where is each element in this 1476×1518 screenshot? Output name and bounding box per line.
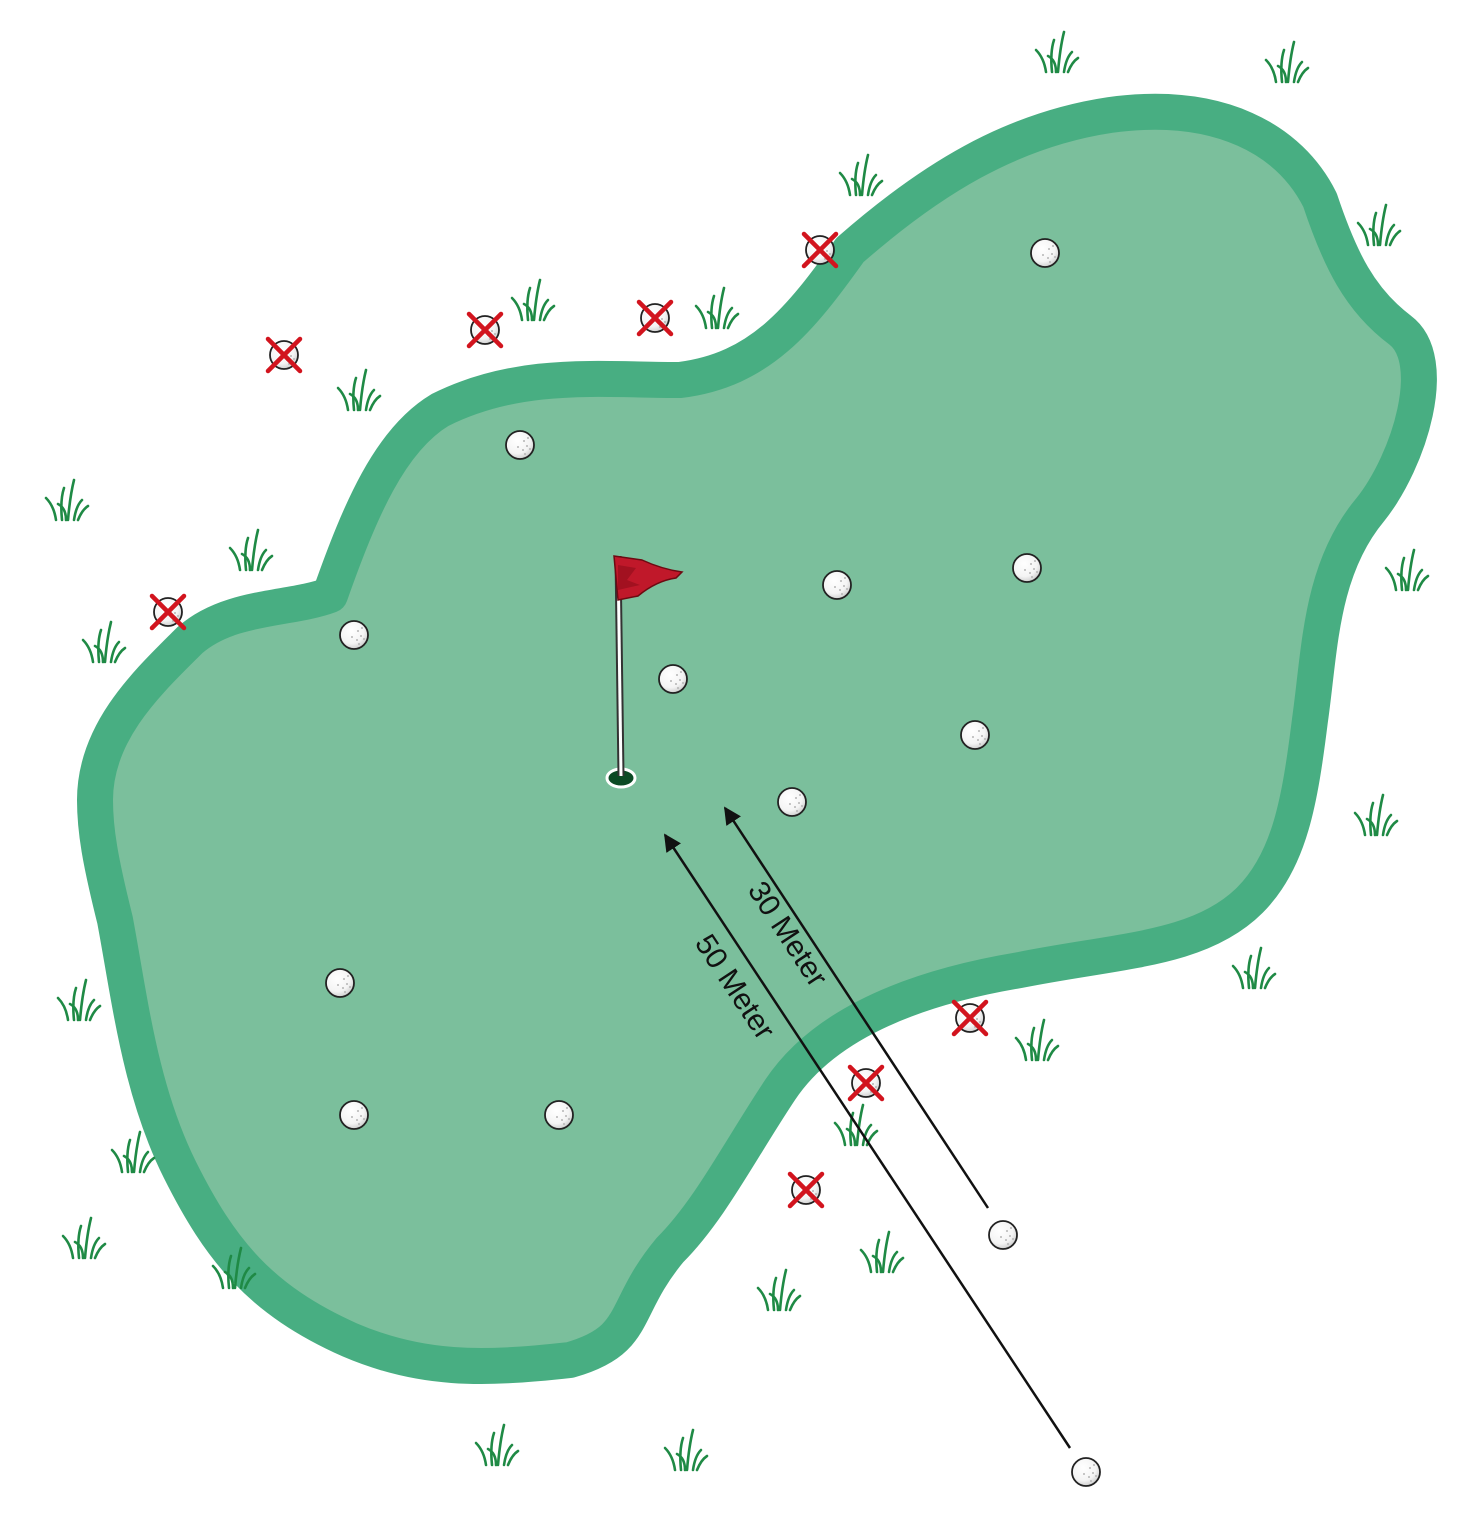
grass-tufts <box>44 30 1430 1472</box>
golf-ball-icon <box>777 787 807 817</box>
putting-green <box>77 93 1437 1384</box>
missed-golf-ball-icon <box>149 593 187 631</box>
grass-tuft-icon <box>44 478 90 522</box>
missed-golf-ball-icon <box>847 1064 885 1102</box>
grass-tuft-icon <box>1384 548 1430 592</box>
grass-tuft-icon <box>56 978 102 1022</box>
golf-ball-icon <box>339 620 369 650</box>
grass-tuft-icon <box>1034 30 1080 74</box>
golf-ball-icon <box>325 968 355 998</box>
x-mark-icon <box>787 1171 825 1209</box>
x-mark-icon <box>847 1064 885 1102</box>
golf-ball-icon <box>822 570 852 600</box>
golf-ball-icon <box>658 664 688 694</box>
grass-tuft-icon <box>81 620 127 664</box>
x-mark-icon <box>951 999 989 1037</box>
golf-ball-icon <box>339 1100 369 1130</box>
missed-golf-ball-icon <box>787 1171 825 1209</box>
arrow-50-meter <box>663 833 1072 1449</box>
golf-ball-icon <box>960 720 990 750</box>
x-mark-icon <box>801 231 839 269</box>
grass-tuft-icon <box>228 528 274 572</box>
grass-tuft-icon <box>859 1230 905 1274</box>
golf-ball-icon <box>1030 238 1060 268</box>
grass-tuft-icon <box>756 1268 802 1312</box>
grass-tuft-icon <box>1231 946 1277 990</box>
grass-tuft-icon <box>61 1216 107 1260</box>
grass-tuft-icon <box>1264 40 1310 84</box>
missed-golf-ball-icon <box>265 336 303 374</box>
missed-balls <box>149 231 989 1209</box>
golf-ball-icon <box>544 1100 574 1130</box>
x-mark-icon <box>265 336 303 374</box>
x-mark-icon <box>466 311 504 349</box>
x-mark-icon <box>149 593 187 631</box>
grass-tuft-icon <box>694 286 740 330</box>
golf-balls <box>325 238 1101 1487</box>
missed-golf-ball-icon <box>466 311 504 349</box>
grass-tuft-icon <box>1014 1018 1060 1062</box>
grass-tuft-icon <box>510 278 556 322</box>
grass-tuft-icon <box>1353 793 1399 837</box>
golf-ball-icon <box>505 430 535 460</box>
x-mark-icon <box>636 299 674 337</box>
arrow-30-meter <box>723 806 990 1209</box>
grass-tuft-icon <box>1356 203 1402 247</box>
grass-tuft-icon <box>474 1423 520 1467</box>
grass-tuft-icon <box>336 368 382 412</box>
grass-tuft-icon <box>838 153 884 197</box>
grass-tuft-icon <box>211 1246 257 1290</box>
missed-golf-ball-icon <box>801 231 839 269</box>
grass-tuft-icon <box>110 1130 156 1174</box>
start-golf-ball-icon <box>988 1220 1018 1250</box>
start-golf-ball-icon <box>1071 1457 1101 1487</box>
grass-tuft-icon <box>663 1428 709 1472</box>
missed-golf-ball-icon <box>636 299 674 337</box>
golf-ball-icon <box>1012 553 1042 583</box>
flag-icon <box>613 555 684 777</box>
missed-golf-ball-icon <box>951 999 989 1037</box>
